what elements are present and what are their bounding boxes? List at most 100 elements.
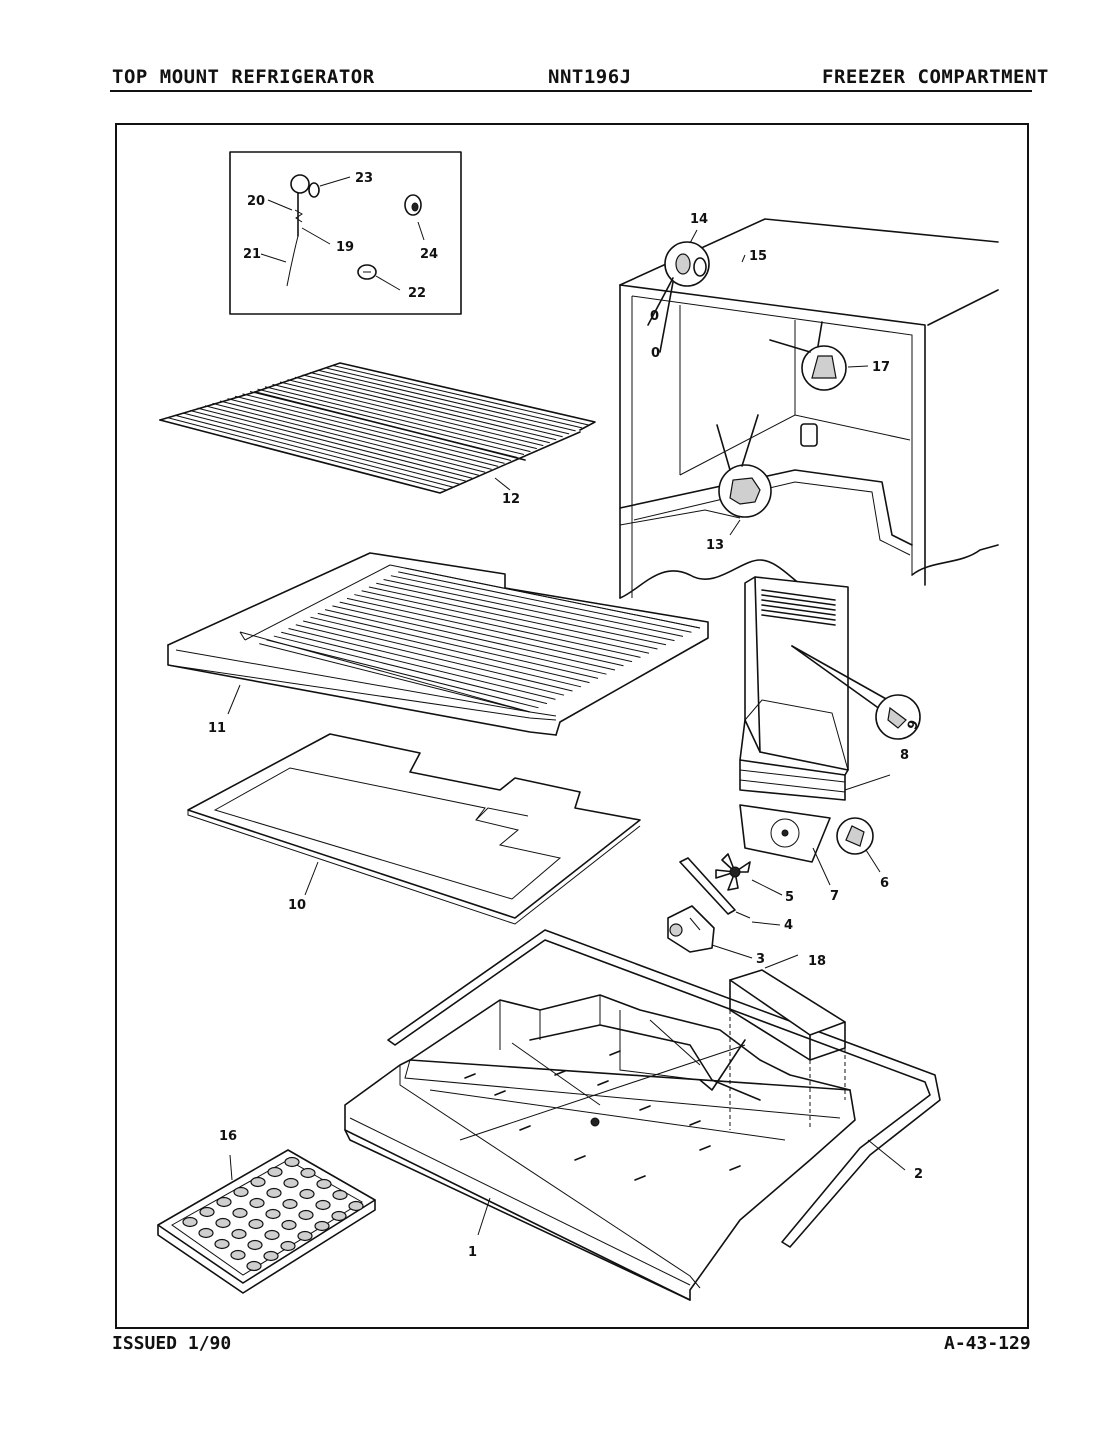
callout-3: 3: [756, 952, 765, 967]
drawing-line: [212, 402, 486, 473]
drawing-line: [309, 372, 570, 435]
drawing-line: [317, 612, 599, 679]
callout-5: 5: [785, 890, 794, 905]
wire-shelf-drawing: [159, 362, 596, 494]
drawing-line: [259, 643, 531, 713]
drawing-line: [249, 391, 518, 458]
drawing-line: [159, 419, 441, 494]
callout-zero-lower: 0: [651, 346, 660, 361]
drawing-line: [332, 605, 616, 671]
drawing-line: [554, 1070, 566, 1076]
ice-cup: [348, 1200, 364, 1212]
drawing-line: [761, 614, 836, 626]
drawing-line: [376, 582, 667, 646]
header-rule: [110, 90, 1032, 92]
freezer-liner-drawing: [344, 929, 941, 1301]
ice-cup: [281, 1219, 297, 1231]
diagram-frame: [115, 123, 1029, 1329]
ice-cup: [284, 1156, 300, 1168]
light-parts-inset: [229, 151, 462, 315]
ice-cup: [331, 1210, 347, 1222]
callout-22: 22: [408, 286, 426, 301]
ice-cup: [300, 1167, 316, 1179]
ice-cup: [316, 1178, 332, 1190]
footer-page-code: A-43-129: [944, 1333, 1031, 1354]
ice-cup: [314, 1220, 330, 1232]
drawing-line: [574, 1155, 586, 1161]
callout-7: 7: [830, 889, 839, 904]
drawing-line: [519, 1125, 531, 1131]
drawing-line: [398, 571, 692, 633]
callout-6: 6: [880, 876, 889, 891]
light-shield-drawing: [357, 264, 377, 280]
header-section: FREEZER COMPARTMENT: [822, 66, 1049, 88]
ice-cup: [249, 1197, 265, 1209]
callout-14: 14: [690, 212, 708, 227]
drawing-line: [310, 616, 590, 684]
drawing-line: [281, 631, 556, 700]
ice-cup: [216, 1196, 232, 1208]
ice-cup: [215, 1217, 231, 1229]
ice-cup: [332, 1189, 348, 1201]
callout-15: 15: [749, 249, 767, 264]
drawing-line: [279, 381, 544, 447]
drawing-line: [361, 590, 650, 654]
drawing-line: [639, 1105, 651, 1111]
drawing-line: [257, 388, 525, 456]
ice-cup: [280, 1240, 296, 1252]
callout-1: 1: [468, 1245, 477, 1260]
drawing-line: [761, 589, 836, 601]
drawing-line: [197, 407, 473, 479]
ice-cup: [283, 1177, 299, 1189]
drawing-line: [167, 417, 447, 491]
drawing-line: [302, 374, 563, 438]
drawing-line: [761, 599, 836, 611]
drawing-line: [339, 601, 624, 667]
callout-23: 23: [355, 171, 373, 186]
drawing-line: [597, 1080, 609, 1086]
callout-18: 18: [808, 954, 826, 969]
callout-13: 13: [706, 538, 724, 553]
ice-cup: [232, 1207, 248, 1219]
ice-cup: [182, 1216, 198, 1228]
light-socket-drawing: [286, 174, 320, 287]
evaporator-cover-drawing: [739, 576, 921, 801]
freezer-cabinet-drawing: [619, 218, 999, 599]
callout-zero-upper: 0: [650, 309, 659, 324]
drawing-line: [390, 575, 684, 637]
header-model-number: NNT196J: [548, 66, 632, 88]
ice-cup: [199, 1206, 215, 1218]
drawing-line: [287, 379, 550, 444]
ice-cup: [297, 1230, 313, 1242]
drawing-line: [761, 604, 836, 616]
drawing-line: [204, 405, 479, 476]
drawing-line: [368, 586, 658, 650]
callout-21: 21: [243, 247, 261, 262]
ice-cup: [246, 1260, 262, 1272]
footer-issued: ISSUED 1/90: [112, 1333, 232, 1354]
drawing-line: [761, 594, 836, 606]
drawing-line: [332, 364, 589, 426]
ice-cup: [315, 1199, 331, 1211]
callout-leaders: [227, 229, 906, 1236]
ice-cup: [263, 1250, 279, 1262]
drawing-line: [288, 628, 565, 696]
ice-cup: [266, 1187, 282, 1199]
drawing-line: [242, 393, 512, 461]
drawing-line: [464, 1073, 476, 1079]
ice-cup: [247, 1239, 263, 1251]
drawing-line: [494, 1090, 506, 1096]
ice-cup: [265, 1208, 281, 1220]
glass-shelf-drawing: [187, 733, 641, 925]
drawing-line: [219, 400, 492, 470]
drawing-line: [295, 624, 573, 692]
ice-tray-drawing: [157, 1149, 376, 1294]
ice-cup: [230, 1249, 246, 1261]
drawing-line: [317, 369, 576, 432]
ice-cup: [250, 1176, 266, 1188]
callout-16: 16: [219, 1129, 237, 1144]
callout-24: 24: [420, 247, 438, 262]
ice-cup: [198, 1227, 214, 1239]
drawing-line: [346, 597, 633, 663]
